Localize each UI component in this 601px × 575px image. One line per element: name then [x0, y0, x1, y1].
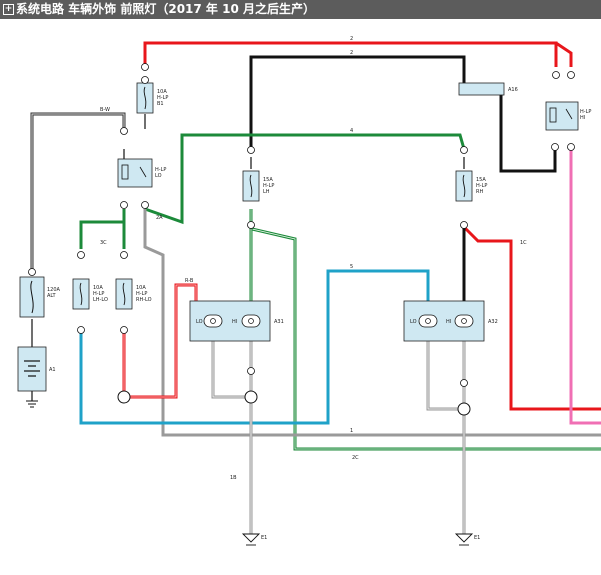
- headlamp-left-lo: LO: [196, 319, 203, 325]
- fuse-right-rating: 15A: [476, 177, 486, 183]
- label-gray-h: 1: [350, 428, 353, 434]
- relay-right-sub: HI: [580, 115, 585, 121]
- label-green-h: 4: [350, 128, 353, 134]
- junction-nodes: [117, 390, 471, 416]
- wiring-diagram: 10A H-LP B1 H-LP LO H-LP HI A16 10A H-LP…: [17, 36, 601, 546]
- fuse-mid: 15A H-LP LH: [242, 170, 274, 202]
- fuse-left1-rating: 10A: [93, 285, 103, 291]
- label-code-a: 2A: [156, 215, 163, 221]
- fuse-mid-name: H-LP: [263, 183, 274, 189]
- fuse-right-sub: RH: [476, 189, 483, 195]
- ground-left-icon: E1: [241, 533, 267, 546]
- fuse-left1: 10A H-LP LH-LO: [72, 278, 108, 310]
- wire-red-lower: [462, 225, 601, 411]
- label-black-left: B-W: [100, 107, 110, 113]
- wire-blue: [79, 269, 430, 425]
- fuse-left2-name: H-LP: [136, 291, 147, 297]
- title-bar: +系统电路 车辆外饰 前照灯（2017 年 10 月之后生产）: [0, 0, 601, 19]
- fuse-battery-rating: 120A: [47, 287, 61, 293]
- relay-right-name: H-LP: [580, 109, 591, 115]
- fuse-left2-sub: RH-LO: [136, 297, 152, 303]
- relay-left-name: H-LP: [155, 167, 166, 173]
- label-red-left: R-B: [185, 278, 194, 284]
- label-code-e: 1B: [230, 475, 237, 481]
- fuse-mid-rating: 15A: [263, 177, 273, 183]
- relay-left: H-LP LO: [117, 158, 166, 188]
- wire-red-top: [143, 41, 573, 67]
- headlamp-left: LO HI A31: [189, 300, 284, 342]
- headlamp-right-code: A32: [488, 319, 498, 325]
- label-black-top: 2: [350, 50, 353, 56]
- fuse-battery-name: ALT: [47, 293, 57, 299]
- battery-ground-icon: [26, 400, 38, 408]
- ground-right-code: E1: [474, 535, 480, 541]
- relay-box-connector: A16: [458, 82, 518, 96]
- label-code-c: 2C: [352, 455, 359, 461]
- fuse-left1-name: H-LP: [93, 291, 104, 297]
- label-code-d: 3C: [100, 240, 107, 246]
- battery-code: A1: [49, 367, 56, 373]
- ground-left-code: E1: [261, 535, 267, 541]
- relay-right: H-LP HI: [545, 101, 591, 131]
- wire-ground-right: [426, 341, 466, 534]
- headlamp-left-code: A31: [274, 319, 284, 325]
- label-red-top: 2: [350, 36, 353, 42]
- headlamp-right: LO HI A32: [403, 300, 498, 342]
- label-code-b: 1C: [520, 240, 527, 246]
- page-title: 系统电路 车辆外饰 前照灯（2017 年 10 月之后生产）: [16, 2, 315, 16]
- fuse-right: 15A H-LP RH: [455, 170, 487, 202]
- headlamp-right-hi: HI: [446, 319, 451, 325]
- ground-right-icon: E1: [454, 533, 480, 546]
- fuse-battery: 120A ALT: [19, 276, 61, 318]
- wire-black-battery: [30, 112, 126, 269]
- label-blue-h: 5: [350, 264, 353, 270]
- fuse-top-pin: B1: [157, 101, 164, 107]
- wire-pink: [569, 147, 601, 425]
- wire-gray: [143, 209, 601, 437]
- headlamp-right-lo: LO: [410, 319, 417, 325]
- connector-pins: [28, 63, 575, 387]
- fuse-left1-sub: LH-LO: [93, 297, 108, 303]
- fuse-top-rating: 10A: [157, 89, 167, 95]
- battery: A1: [17, 346, 56, 392]
- fuse-top-name: H-LP: [157, 95, 168, 101]
- fuse-left2: 10A H-LP RH-LO: [115, 278, 152, 310]
- wire-green-lower: [251, 227, 601, 451]
- wire-ground-left: [211, 341, 253, 534]
- expand-toggle[interactable]: +: [3, 4, 14, 15]
- wire-black-top: [249, 55, 557, 173]
- headlamp-left-hi: HI: [232, 319, 237, 325]
- fuse-right-name: H-LP: [476, 183, 487, 189]
- fuse-top: 10A H-LP B1: [136, 82, 168, 114]
- fuse-left2-rating: 10A: [136, 285, 146, 291]
- relay-left-sub: LO: [155, 173, 162, 179]
- relay-box-code: A16: [508, 87, 518, 93]
- fuse-mid-sub: LH: [263, 189, 270, 195]
- wire-red-left: [122, 283, 198, 399]
- wire-green-main: [79, 133, 466, 249]
